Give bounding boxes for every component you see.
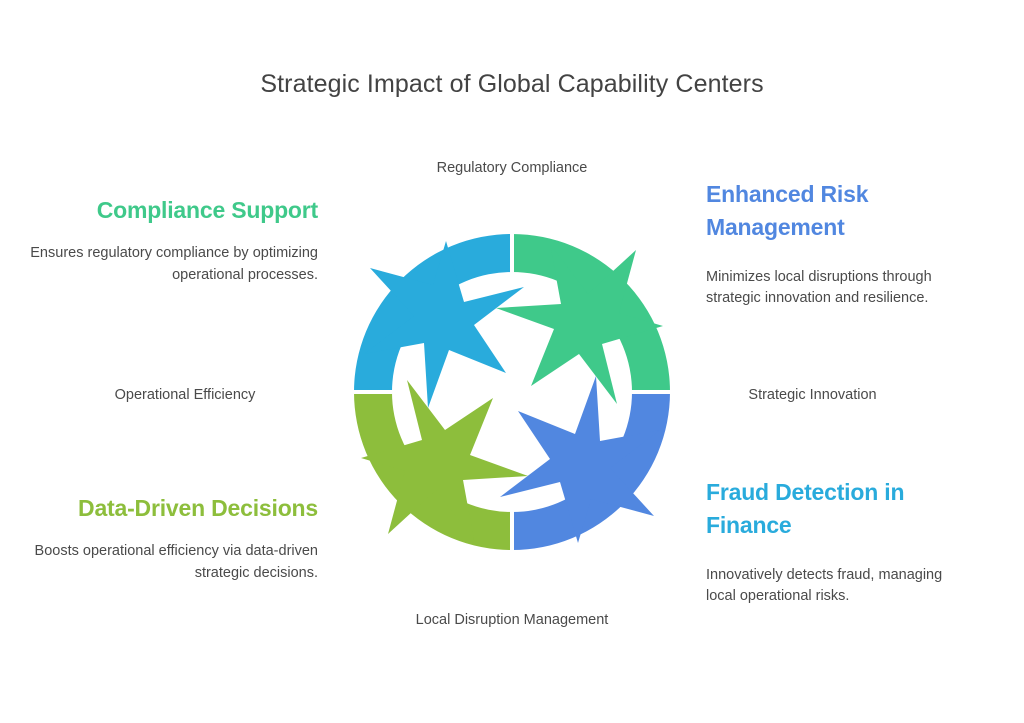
block-enhanced-risk-management-body: Minimizes local disruptions through stra… [706, 268, 932, 307]
cycle-node-label-operational-efficiency: Operational Efficiency [114, 387, 256, 403]
block-data-driven-decisions-heading: Data-Driven Decisions [78, 495, 318, 521]
block-data-driven-decisions-body: Boosts operational efficiency via data-d… [34, 543, 318, 582]
block-compliance-support-heading: Compliance Support [96, 197, 319, 223]
cycle-node-label-regulatory-compliance: Regulatory Compliance [436, 160, 588, 176]
block-compliance-support: Compliance Support Ensures regulatory co… [20, 194, 318, 287]
block-compliance-support-body: Ensures regulatory compliance by optimiz… [30, 245, 318, 284]
cycle-node-label-strategic-innovation: Strategic Innovation [748, 387, 877, 403]
block-enhanced-risk-management-heading: Enhanced Risk Management [706, 181, 869, 241]
page-title: Strategic Impact of Global Capability Ce… [260, 70, 764, 98]
cycle-node-label-local-disruption-management: Local Disruption Management [415, 612, 609, 628]
cycle-separators [350, 230, 674, 554]
block-enhanced-risk-management: Enhanced Risk Management Minimizes local… [706, 178, 974, 310]
cycle-segment-top-left [354, 234, 524, 408]
block-fraud-detection-in-finance-body: Innovatively detects fraud, managing loc… [706, 566, 943, 605]
cycle-segment-top-right [496, 234, 670, 404]
block-fraud-detection-in-finance: Fraud Detection in Finance Innovatively … [706, 476, 974, 608]
cycle-diagram [336, 216, 688, 568]
cycle-segment-bottom-right [500, 376, 670, 550]
block-data-driven-decisions: Data-Driven Decisions Boosts operational… [10, 492, 319, 585]
block-fraud-detection-in-finance-heading: Fraud Detection in Finance [706, 479, 905, 539]
cycle-segment-bottom-left [354, 380, 528, 550]
